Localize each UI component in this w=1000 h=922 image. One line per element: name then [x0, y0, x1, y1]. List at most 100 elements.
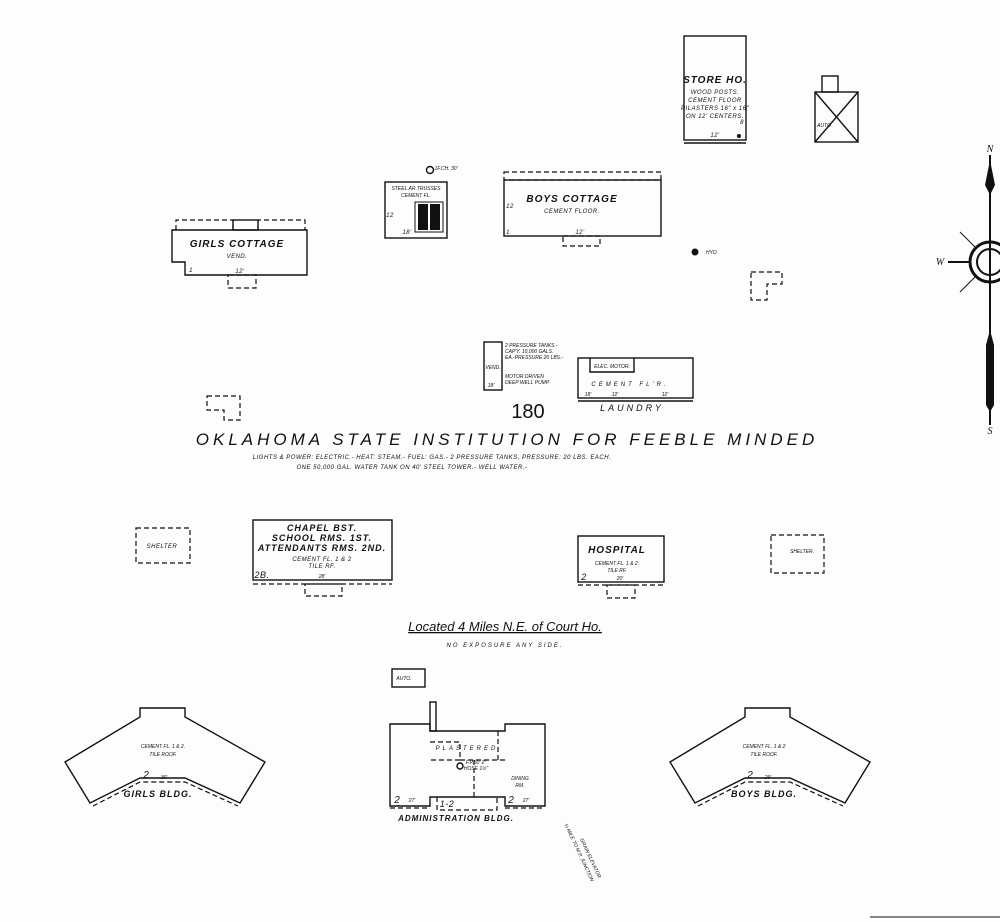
chapel-note: TILE RF. [308, 564, 335, 570]
compass-north: N [986, 144, 995, 155]
girls-cottage-stories: 1 [189, 268, 193, 274]
shelter-right[interactable]: SHELTER. [770, 534, 825, 574]
girls-cottage-note: VEND. [227, 254, 248, 260]
girls-bldg-note: TILE ROOF. [149, 752, 176, 758]
pump-note: DEEP WELL PUMP. [505, 380, 550, 386]
auto-bottom-label: AUTO. [395, 676, 411, 682]
hydrant-label: HYD. [706, 250, 718, 256]
admin-stories: 2 [507, 795, 514, 806]
location-note: Located 4 Miles N.E. of Court Ho. [408, 619, 602, 634]
compass-south: S [988, 426, 993, 437]
hospital-stories: 2 [580, 572, 587, 582]
map-title: OKLAHOMA STATE INSTITUTION FOR FEEBLE MI… [196, 430, 818, 449]
girls-bldg-stories: 2 [142, 770, 149, 781]
chapel-school-building[interactable]: CHAPEL BST. SCHOOL RMS. 1ST. ATTENDANTS … [252, 519, 393, 597]
admin-hose: F.P.50' 2" [466, 760, 487, 766]
admin-height: 27' [408, 798, 417, 804]
store-house-note: CEMENT FLOOR [688, 98, 742, 104]
hydrant-icon [691, 248, 699, 256]
tower-note: STEEL AR.TRUSSES [392, 186, 442, 192]
admin-label: ADMINISTRATION BLDG. [397, 814, 514, 823]
boys-bldg-note: CEMENT FL. 1 & 2 [743, 744, 786, 750]
boys-cottage-height: 12' [575, 230, 585, 236]
tower-side: 12 [386, 213, 394, 219]
store-house-note: PILASTERS 16" x 16" [681, 106, 749, 112]
auto-top-label: AUTO [816, 123, 831, 129]
girls-bldg-label: GIRLS BLDG. [124, 789, 193, 799]
boys-bldg-note: TILE ROOF. [750, 752, 777, 758]
store-house-label: STORE HO. [683, 75, 747, 86]
laundry-note: CEMENT FL'R. [591, 382, 668, 388]
boys-cottage-side: 12 [506, 204, 514, 210]
boys-bldg-height: 29' [764, 775, 773, 781]
hospital-height: 20' [616, 576, 625, 582]
exposure-note: NO EXPOSURE ANY SIDE. [446, 643, 563, 649]
hospital-label: HOSPITAL [588, 545, 646, 556]
hydrant-note: 1F.CH. 30' [434, 166, 458, 172]
chapel-height: 28' [318, 574, 327, 580]
pump-note: 2 PRESSURE TANKS.- [504, 343, 558, 349]
chapel-line: ATTENDANTS RMS. 2ND. [257, 543, 386, 553]
girls-cottage[interactable]: GIRLS COTTAGE VEND. 12' 1 [171, 219, 308, 289]
shelter-right-label: SHELTER. [790, 549, 814, 555]
admin-height: 27' [522, 798, 531, 804]
pump-house[interactable]: VEND. 18' 2 PRESSURE TANKS.- CAP'Y. 10,0… [483, 341, 563, 391]
chapel-stories: 2B. [253, 570, 269, 580]
boys-cottage-stories: 1 [506, 230, 510, 236]
pump-note: EA.-PRESSURE 20 LBS.- [505, 355, 563, 361]
girls-cottage-label: GIRLS COTTAGE [190, 239, 284, 250]
admin-dining: RM. [515, 783, 524, 789]
boys-cottage[interactable]: BOYS COTTAGE CEMENT FLOOR. 12' 12 1 [503, 171, 662, 247]
boys-bldg-stories: 2 [746, 770, 753, 781]
boys-bldg-label: BOYS BLDG. [731, 789, 797, 799]
store-house-marker [737, 134, 741, 138]
boys-cottage-label: BOYS COTTAGE [526, 194, 617, 205]
hydrant: HYD. [691, 248, 718, 256]
store-house-height: 12' [710, 133, 720, 139]
road-note: ½ MILE TO M.P. JUNCTION GRAIN ELEVATOR [563, 822, 603, 883]
laundry[interactable]: ELEC. MOTOR. CEMENT FL'R. 18' 12' 12' LA… [577, 357, 694, 413]
pump-note: CAP'Y. 10,000 GALS. [505, 349, 553, 355]
boys-cottage-note: CEMENT FLOOR. [544, 209, 600, 215]
admin-porch: 1-2 [440, 799, 455, 809]
store-house[interactable]: STORE HO. WOOD POSTS. CEMENT FLOOR PILAS… [681, 35, 749, 144]
compass-west: W [936, 257, 946, 268]
chapel-line: CHAPEL BST. [287, 523, 357, 533]
hospital[interactable]: HOSPITAL CEMENT FL. 1 & 2. TILE RF. 2 20… [577, 535, 665, 599]
outbuilding-outline [206, 395, 241, 421]
laundry-height: 18' [585, 392, 593, 398]
administration-building[interactable]: PLASTERED F.P.50' 2" HOSE 1½" DINING RM.… [389, 701, 546, 823]
laundry-label: LAUNDRY [600, 403, 664, 413]
pump-house-height: 18' [488, 383, 496, 389]
water-note: ONE 50,000 GAL. WATER TANK ON 40' STEEL … [297, 465, 528, 471]
shelter-left[interactable]: SHELTER [135, 527, 191, 564]
utility-note: LIGHTS & POWER: ELECTRIC.- HEAT: STEAM.-… [253, 455, 611, 461]
tower-height: 18' [402, 230, 412, 236]
chapel-note: CEMENT FL. 1 & 2 [292, 557, 352, 563]
auto-shed-bottom[interactable]: AUTO. [391, 668, 426, 688]
tower-note: CEMENT FL. [401, 193, 431, 199]
admin-plastered: PLASTERED [436, 746, 499, 752]
admin-dining: DINING [511, 776, 529, 782]
pump-note: MOTOR DRIVEN [505, 374, 544, 380]
laundry-height: 12' [662, 392, 670, 398]
girls-building[interactable]: CEMENT FL. 1 & 2. TILE ROOF. GIRLS BLDG.… [64, 707, 266, 807]
laundry-motor: ELEC. MOTOR. [594, 364, 630, 370]
fire-hydrant-icon [425, 165, 435, 175]
chapel-line: SCHOOL RMS. 1ST. [272, 533, 372, 543]
store-house-note: WOOD POSTS. [691, 90, 740, 96]
compass-rose-icon: N S W [936, 144, 1000, 437]
girls-bldg-height: 30' [161, 775, 169, 781]
hospital-note: CEMENT FL. 1 & 2. [595, 561, 639, 567]
store-house-note: ON 12' CENTERS. [686, 114, 744, 120]
boys-building[interactable]: CEMENT FL. 1 & 2 TILE ROOF. BOYS BLDG. 2… [669, 707, 871, 807]
laundry-height: 12' [612, 392, 620, 398]
page-number: 180 [511, 401, 544, 423]
water-tower-building[interactable]: 1F.CH. 30' STEEL AR.TRUSSES CEMENT FL. 1… [384, 165, 459, 239]
admin-stories: 2 [393, 795, 400, 806]
hospital-note: TILE RF. [607, 568, 627, 574]
admin-hose: HOSE 1½" [464, 765, 489, 772]
auto-shed-top[interactable]: AUTO [814, 75, 859, 143]
